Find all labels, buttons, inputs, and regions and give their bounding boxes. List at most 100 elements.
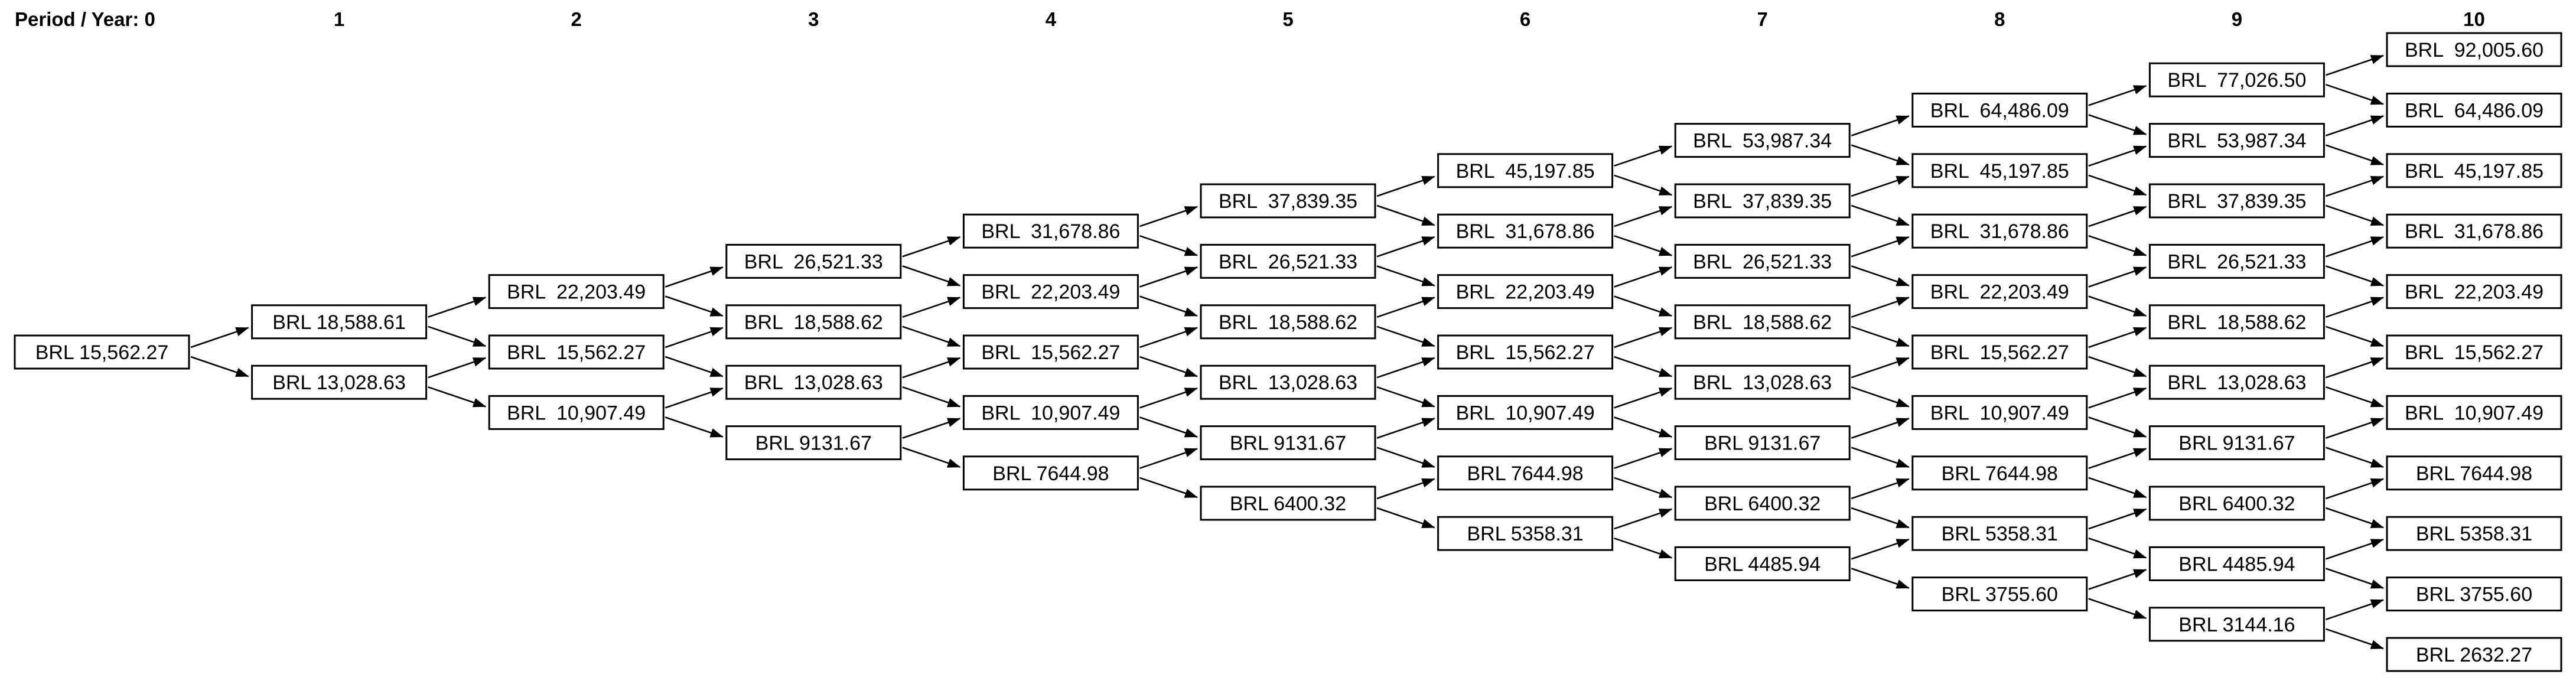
tree-edge-down <box>665 295 724 317</box>
tree-edge-up <box>1376 478 1435 500</box>
tree-node: BRL 9131.67 <box>1674 425 1851 461</box>
tree-node: BRL 18,588.62 <box>1200 304 1376 340</box>
tree-node-label: BRL 92,005.60 <box>2405 39 2544 61</box>
tree-node: BRL 45,197.85 <box>1437 153 1614 188</box>
tree-node-label: BRL 22,203.49 <box>507 281 646 304</box>
tree-edge-down <box>902 386 961 408</box>
tree-edge-up <box>665 266 724 288</box>
tree-edge-up <box>2325 297 2384 318</box>
tree-node-label: BRL 7644.98 <box>1467 462 1583 485</box>
tree-node-label: BRL 77,026.50 <box>2167 69 2306 92</box>
tree-node: BRL 18,588.62 <box>725 304 902 340</box>
tree-node-label: BRL 7644.98 <box>1942 462 2058 485</box>
column-label: 2 <box>571 8 582 30</box>
tree-node: BRL 18,588.62 <box>1674 304 1851 340</box>
tree-node: BRL 15,562.27 <box>2386 334 2562 370</box>
tree-edge-down <box>2088 537 2147 559</box>
tree-edge-down <box>2088 174 2147 196</box>
column-label: 6 <box>1520 8 1530 30</box>
tree-edge-down <box>2088 477 2147 499</box>
tree-edge-up <box>902 236 961 258</box>
tree-node-label: BRL 18,588.62 <box>2167 311 2306 334</box>
tree-edge-up <box>428 357 487 379</box>
tree-node: BRL 45,197.85 <box>2386 153 2562 188</box>
tree-node-box <box>725 364 902 400</box>
tree-edge-up <box>1376 357 1435 379</box>
tree-node: BRL 13,028.63 <box>1200 364 1376 400</box>
tree-node-box <box>1674 183 1851 219</box>
tree-node-label: BRL 13,028.63 <box>2167 372 2306 394</box>
tree-node-label: BRL 31,678.86 <box>1930 220 2069 243</box>
tree-node-label: BRL 13,028.63 <box>1693 372 1832 394</box>
column-label: 5 <box>1282 8 1293 30</box>
tree-edge-down <box>2325 628 2384 650</box>
tree-edge-up <box>1614 206 1673 227</box>
tree-node-box <box>2386 395 2562 430</box>
tree-edge-down <box>2088 295 2147 317</box>
tree-node: BRL 53,987.34 <box>1674 123 1851 158</box>
tree-edge-down <box>665 356 724 377</box>
tree-node-label: BRL 22,203.49 <box>2405 281 2544 304</box>
tree-node: BRL 7644.98 <box>962 455 1139 491</box>
tree-edge-up <box>1376 236 1435 258</box>
tree-node: BRL 5358.31 <box>1437 516 1614 551</box>
tree-node: BRL 37,839.35 <box>2148 183 2325 219</box>
tree-node-box <box>962 455 1139 491</box>
tree-edge-up <box>1851 478 1910 500</box>
tree-edge-up <box>1376 297 1435 318</box>
tree-node-box <box>1200 183 1376 219</box>
tree-node: BRL 13,028.63 <box>251 364 428 400</box>
tree-node-box <box>1674 304 1851 340</box>
tree-edge-up <box>2325 599 2384 621</box>
tree-node-label: BRL 10,907.49 <box>2405 402 2544 424</box>
tree-node-label: BRL 15,562.27 <box>981 341 1120 364</box>
tree-edge-up <box>1139 387 1198 409</box>
tree-node-label: BRL 18,588.62 <box>1693 311 1832 334</box>
tree-node-label: BRL 15,562.27 <box>507 341 646 364</box>
tree-node: BRL 10,907.49 <box>1437 395 1614 430</box>
tree-node-box <box>962 213 1139 249</box>
tree-node-label: BRL 31,678.86 <box>1456 220 1595 243</box>
tree-node-box <box>1674 425 1851 461</box>
tree-edge-down <box>428 325 487 347</box>
tree-node: BRL 9131.67 <box>2148 425 2325 461</box>
tree-node: BRL 18,588.62 <box>2148 304 2325 340</box>
tree-node: BRL 31,678.86 <box>2386 213 2562 249</box>
column-label: 9 <box>2232 8 2242 30</box>
tree-node-label: BRL 6400.32 <box>2178 493 2295 515</box>
tree-edge-down <box>1614 416 1673 438</box>
tree-edge-down <box>2088 416 2147 438</box>
tree-edge-down <box>2325 265 2384 286</box>
tree-node-label: BRL 9131.67 <box>1704 432 1821 455</box>
tree-node-label: BRL 53,987.34 <box>2167 130 2306 152</box>
tree-node-box <box>2386 637 2562 672</box>
tree-node-box <box>2386 516 2562 551</box>
tree-node-label: BRL 4485.94 <box>2178 553 2295 575</box>
tree-node-label: BRL 26,521.33 <box>1693 250 1832 273</box>
tree-edge-up <box>2325 54 2384 76</box>
tree-node-box <box>1200 304 1376 340</box>
tree-node-box <box>1911 92 2088 128</box>
tree-edge-up <box>2325 418 2384 439</box>
tree-node-box <box>2148 183 2325 219</box>
tree-node-label: BRL 6400.32 <box>1704 493 1821 515</box>
tree-node: BRL 22,203.49 <box>962 274 1139 310</box>
column-label: 7 <box>1757 8 1768 30</box>
tree-node-label: BRL 22,203.49 <box>1930 281 2069 304</box>
tree-edge-up <box>2325 357 2384 379</box>
tree-edge-down <box>902 265 961 286</box>
tree-node: BRL 53,987.34 <box>2148 123 2325 158</box>
tree-edge-up <box>902 297 961 318</box>
tree-edge-down <box>2325 325 2384 347</box>
tree-node-box <box>2148 304 2325 340</box>
tree-edge-down <box>2325 568 2384 589</box>
tree-edge-up <box>2088 448 2147 470</box>
tree-node: BRL 15,562.27 <box>962 334 1139 370</box>
tree-node-box <box>962 334 1139 370</box>
tree-node: BRL 9131.67 <box>1200 425 1376 461</box>
tree-edge-down <box>1139 356 1198 377</box>
tree-edge-down <box>665 416 724 438</box>
tree-node-box <box>1911 213 2088 249</box>
